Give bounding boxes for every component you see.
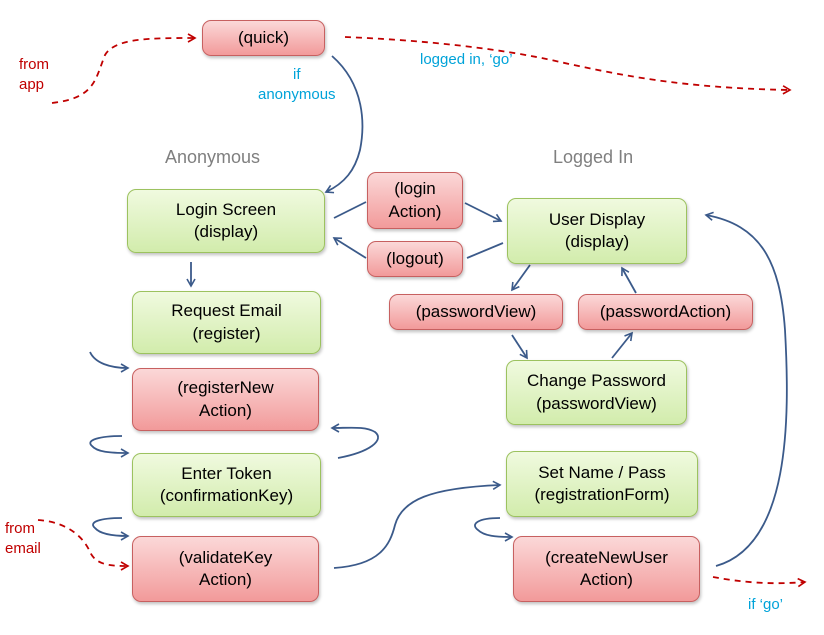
validate-key-action-node[interactable]: (validateKey Action)	[132, 536, 319, 602]
register-new-action-node[interactable]: (registerNew Action)	[132, 368, 319, 431]
logged-in-go-arrow	[344, 36, 792, 95]
register-new-to-enter-token-arrow	[89, 435, 130, 458]
enter-token-node[interactable]: Enter Token (confirmationKey)	[132, 453, 321, 517]
password-action-to-user-display-arrow	[621, 266, 637, 294]
login-action-node[interactable]: (login Action)	[367, 172, 463, 229]
from-email-label: from email	[5, 520, 41, 558]
login-action-to-user-display-arrow	[464, 202, 503, 223]
set-name-to-create-user-arrow	[474, 517, 514, 542]
password-view-to-change-password-arrow	[511, 334, 528, 360]
from-email-arrow	[37, 519, 130, 571]
logout-to-login-screen-arrow	[332, 237, 367, 259]
change-password-to-password-action-arrow	[611, 331, 634, 359]
if-anonymous-label: if anonymous	[258, 66, 336, 104]
request-email-to-register-new-arrow	[89, 351, 130, 373]
set-name-pass-node[interactable]: Set Name / Pass (registrationForm)	[506, 451, 698, 517]
anonymous-header: Anonymous	[165, 147, 261, 167]
logged-in-go-label: logged in, ‘go’	[420, 51, 513, 68]
password-view-node[interactable]: (passwordView)	[389, 294, 563, 330]
login-screen-to-login-action-arrow	[333, 201, 367, 219]
quick-to-login-arrow	[324, 55, 364, 194]
user-display-to-logout-arrow	[466, 242, 504, 259]
if-go-label: if ‘go’	[748, 596, 784, 613]
quick-node[interactable]: (quick)	[202, 20, 325, 56]
create-new-user-action-node[interactable]: (createNewUser Action)	[513, 536, 700, 602]
login-screen-node[interactable]: Login Screen (display)	[127, 189, 325, 253]
logged-in-header: Logged In	[553, 147, 634, 167]
create-user-to-user-display-arrow	[704, 211, 788, 567]
validate-key-to-set-name-arrow	[333, 480, 502, 569]
if-go-arrow	[712, 576, 807, 588]
change-password-node[interactable]: Change Password (passwordView)	[506, 360, 687, 425]
from-app-label: from app	[19, 56, 49, 94]
enter-token-to-validate-key-arrow	[92, 517, 130, 541]
request-email-node[interactable]: Request Email (register)	[132, 291, 321, 354]
password-action-node[interactable]: (passwordAction)	[578, 294, 753, 330]
logout-node[interactable]: (logout)	[367, 241, 463, 277]
from-app-arrow	[51, 33, 197, 104]
enter-token-to-register-new-arrow	[330, 423, 379, 459]
user-display-node[interactable]: User Display (display)	[507, 198, 687, 264]
user-display-to-password-view-arrow	[511, 264, 531, 292]
